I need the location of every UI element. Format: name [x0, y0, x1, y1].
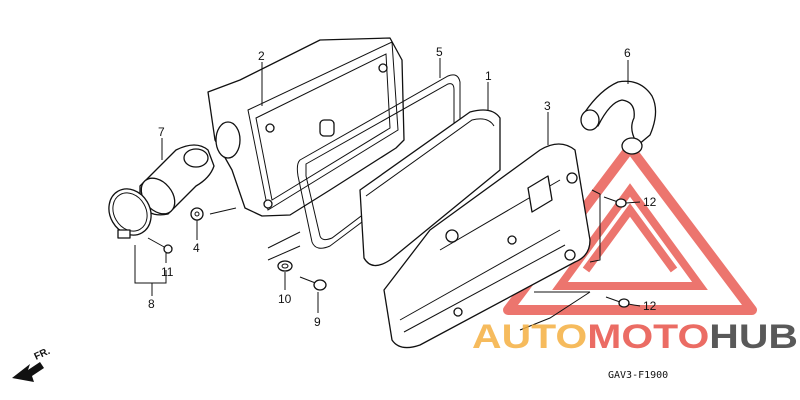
part-10-washer	[277, 260, 293, 272]
label-11: 11	[161, 265, 174, 279]
watermark-hub: HUB	[709, 318, 798, 356]
front-arrow-icon	[12, 362, 44, 382]
label-9: 9	[314, 315, 321, 329]
watermark-moto: MOTO	[587, 318, 709, 356]
label-10: 10	[278, 292, 292, 306]
label-2: 2	[258, 49, 265, 63]
part-8-clamp-band	[108, 188, 152, 239]
label-8: 8	[148, 297, 155, 311]
label-4: 4	[193, 241, 200, 255]
part-3-cover	[383, 143, 591, 349]
label-6: 6	[624, 46, 631, 60]
leader-lines	[134, 58, 641, 331]
part-9-bolt	[299, 276, 327, 291]
part-12-screw-lower	[605, 296, 630, 308]
front-direction-indicator: FR.	[12, 346, 52, 382]
label-1: 1	[485, 69, 492, 83]
label-12-lower: 12	[643, 299, 657, 313]
part-4-collar	[190, 207, 204, 221]
label-3: 3	[544, 99, 551, 113]
label-12-upper: 12	[643, 195, 657, 209]
label-5: 5	[436, 45, 443, 59]
part-11-screw	[147, 237, 173, 254]
part-2-housing	[207, 37, 405, 217]
svg-text:FR.: FR.	[33, 346, 52, 363]
watermark-auto: AUTO	[472, 318, 587, 356]
diagram-code: GAV3-F1900	[608, 370, 668, 381]
label-7: 7	[158, 125, 165, 139]
part-labels: 1 2 3 4 5 6 7 8 9 10 11 12 12	[148, 45, 657, 329]
part-1-filter-element	[359, 109, 501, 267]
part-6-breather-tube	[580, 80, 657, 155]
